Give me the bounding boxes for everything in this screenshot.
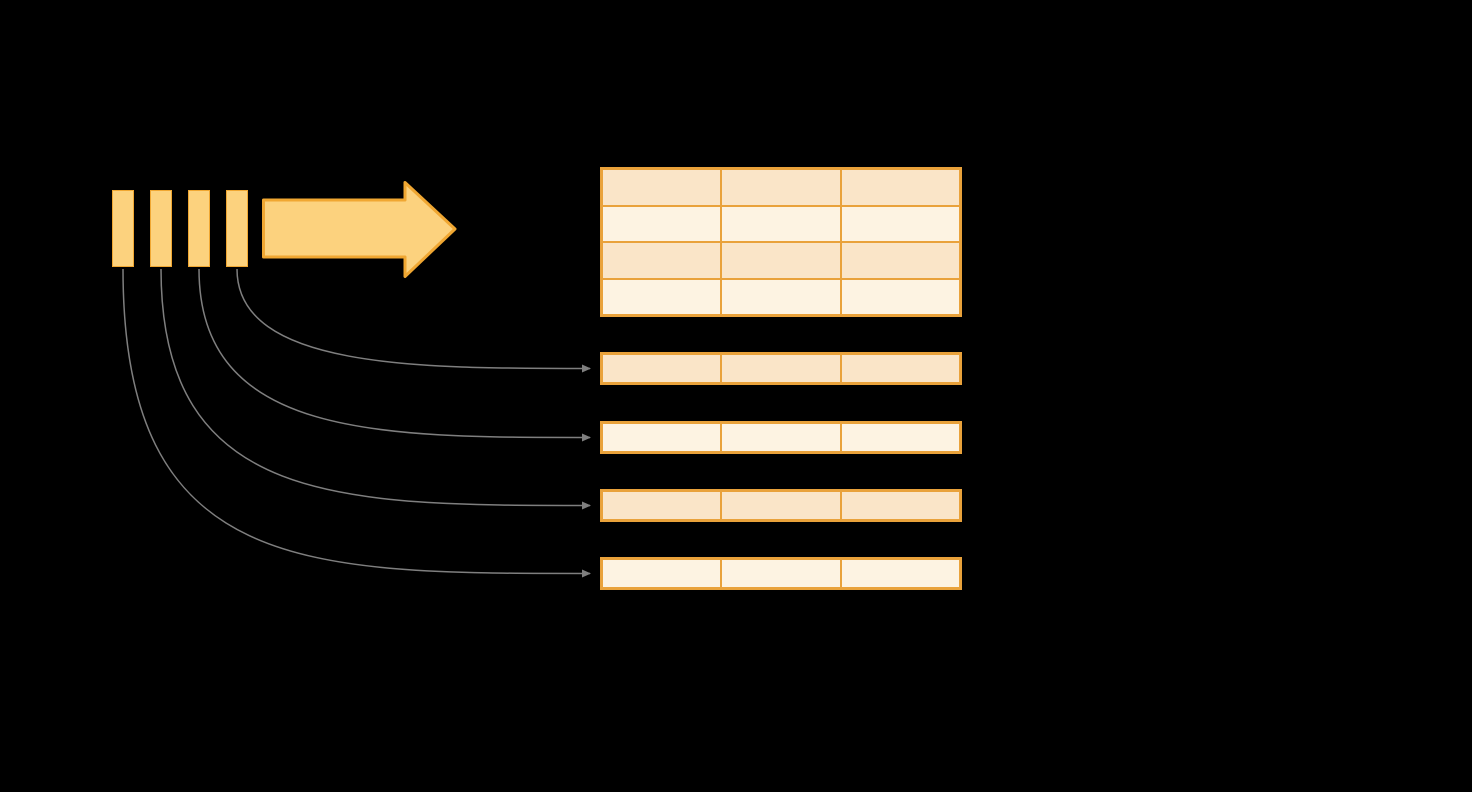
table-cell <box>603 170 721 205</box>
row-strip-3 <box>600 489 962 522</box>
stack-bar <box>188 190 210 267</box>
row-strip-2 <box>600 421 962 454</box>
strip-cell <box>841 492 959 519</box>
strip-cell <box>722 424 840 451</box>
strip-cell <box>722 492 840 519</box>
row-strip-1 <box>600 352 962 385</box>
stack-bar <box>226 190 248 267</box>
table-cell <box>841 243 959 278</box>
table-cell <box>722 279 840 314</box>
strip-cell <box>841 355 959 382</box>
strip-cell <box>603 424 721 451</box>
strip-cell <box>603 492 721 519</box>
strip-cell <box>722 560 840 587</box>
strip-cell <box>722 355 840 382</box>
table-cell <box>841 279 959 314</box>
table-cell <box>841 170 959 205</box>
table-cell <box>603 279 721 314</box>
table-cell <box>722 170 840 205</box>
flow-arrow-icon <box>262 181 457 278</box>
connector-arrow <box>122 268 591 578</box>
connector-arrow <box>160 268 591 510</box>
table-cell <box>841 206 959 241</box>
table-cell <box>722 206 840 241</box>
table-cell <box>603 243 721 278</box>
strip-cell <box>841 424 959 451</box>
table-cell <box>722 243 840 278</box>
row-strip-4 <box>600 557 962 590</box>
connector-arrow <box>198 268 591 442</box>
stack-bar <box>112 190 134 267</box>
table-cell <box>603 206 721 241</box>
connector-arrow <box>236 268 591 373</box>
strip-cell <box>841 560 959 587</box>
flow-arrow-shape <box>262 181 457 278</box>
main-table <box>600 167 962 317</box>
strip-cell <box>603 355 721 382</box>
strip-cell <box>603 560 721 587</box>
stack-bar <box>150 190 172 267</box>
record-stack <box>112 190 264 267</box>
